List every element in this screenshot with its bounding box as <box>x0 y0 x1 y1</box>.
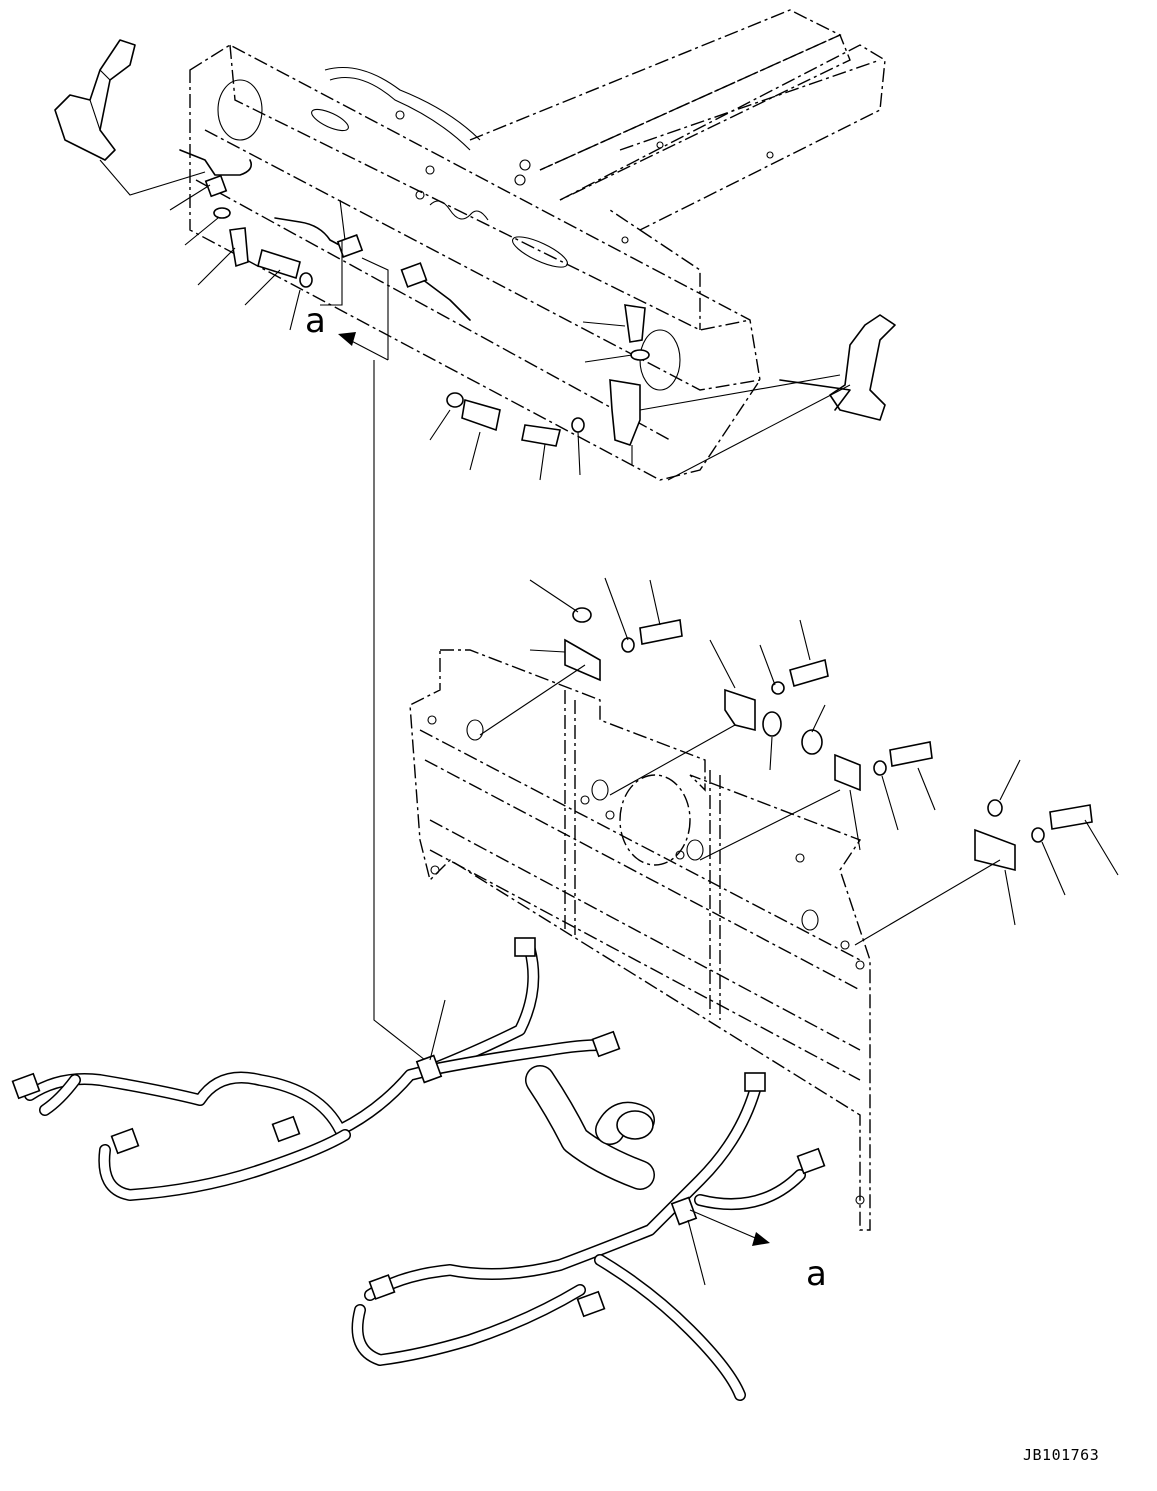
reference-line <box>338 257 426 1061</box>
middle-hardware <box>564 607 1093 872</box>
arrow-top-icon <box>338 332 356 346</box>
drawing-number: JB101763 <box>1023 1446 1099 1464</box>
callout-letter-top: a <box>305 301 326 341</box>
left-bracket <box>54 39 136 161</box>
top-leaders <box>99 159 851 481</box>
middle-panel <box>409 649 871 1231</box>
wire-harness <box>11 937 826 1401</box>
upper-frame <box>189 9 886 481</box>
bottom-leaders <box>429 999 770 1286</box>
arrow-bottom-icon <box>752 1232 770 1246</box>
callout-letter-bottom: a <box>806 1254 827 1294</box>
right-bracket <box>779 314 896 421</box>
middle-leaders <box>479 577 1119 946</box>
top-wiring <box>179 149 650 447</box>
